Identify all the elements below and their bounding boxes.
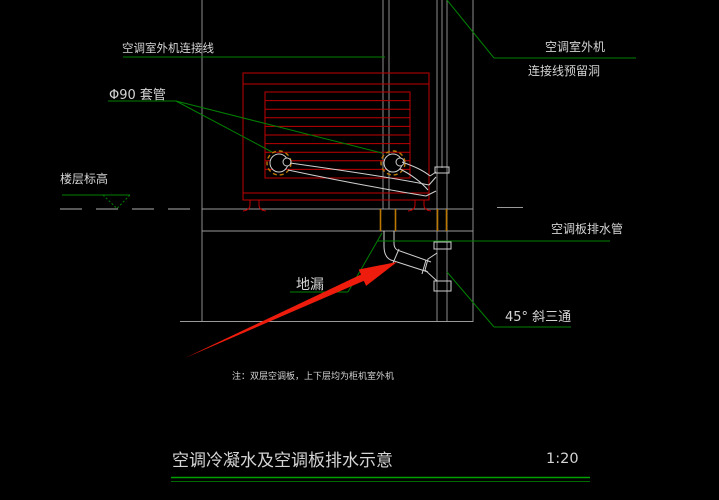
label-floor-drain: 地漏 xyxy=(296,277,324,293)
annotation-arrow xyxy=(185,262,397,358)
label-reserved-hole-2: 连接线预留洞 xyxy=(528,63,600,78)
label-oblique-tee: 45° 斜三通 xyxy=(505,310,571,325)
leader-sleeve xyxy=(108,100,383,154)
drawing-scale: 1:20 xyxy=(546,451,579,467)
label-sleeve: Φ90 套管 xyxy=(109,87,166,103)
title-underline xyxy=(171,476,590,482)
drawing-title: 空调冷凝水及空调板排水示意 xyxy=(172,451,393,471)
leader-oblique-tee xyxy=(446,271,571,328)
drain-assembly xyxy=(383,231,452,292)
elevation-symbol xyxy=(62,194,131,210)
floor-slab-lines xyxy=(60,207,523,322)
drawing-note: 注：双层空调板，上下层均为柜机室外机 xyxy=(232,370,394,382)
pipe-coupling-lower xyxy=(433,280,452,292)
leader-reserved-hole xyxy=(446,0,636,59)
label-reserved-hole-1: 空调室外机 xyxy=(545,39,605,54)
unit-feet xyxy=(242,200,432,212)
wall-lines xyxy=(201,0,474,322)
condensate-pipes xyxy=(287,161,450,197)
oblique-tee-fitting xyxy=(424,252,438,282)
stack-top-hub xyxy=(434,166,450,174)
condensate-outlets xyxy=(269,153,405,173)
label-connection-line: 空调室外机连接线 xyxy=(122,41,214,55)
label-floor-elevation: 楼层标高 xyxy=(60,171,108,186)
label-drain-pipe: 空调板排水管 xyxy=(551,221,623,236)
pipe-coupling-upper xyxy=(433,241,452,250)
leader-lines xyxy=(62,0,636,328)
pipe-sleeves xyxy=(379,209,448,231)
